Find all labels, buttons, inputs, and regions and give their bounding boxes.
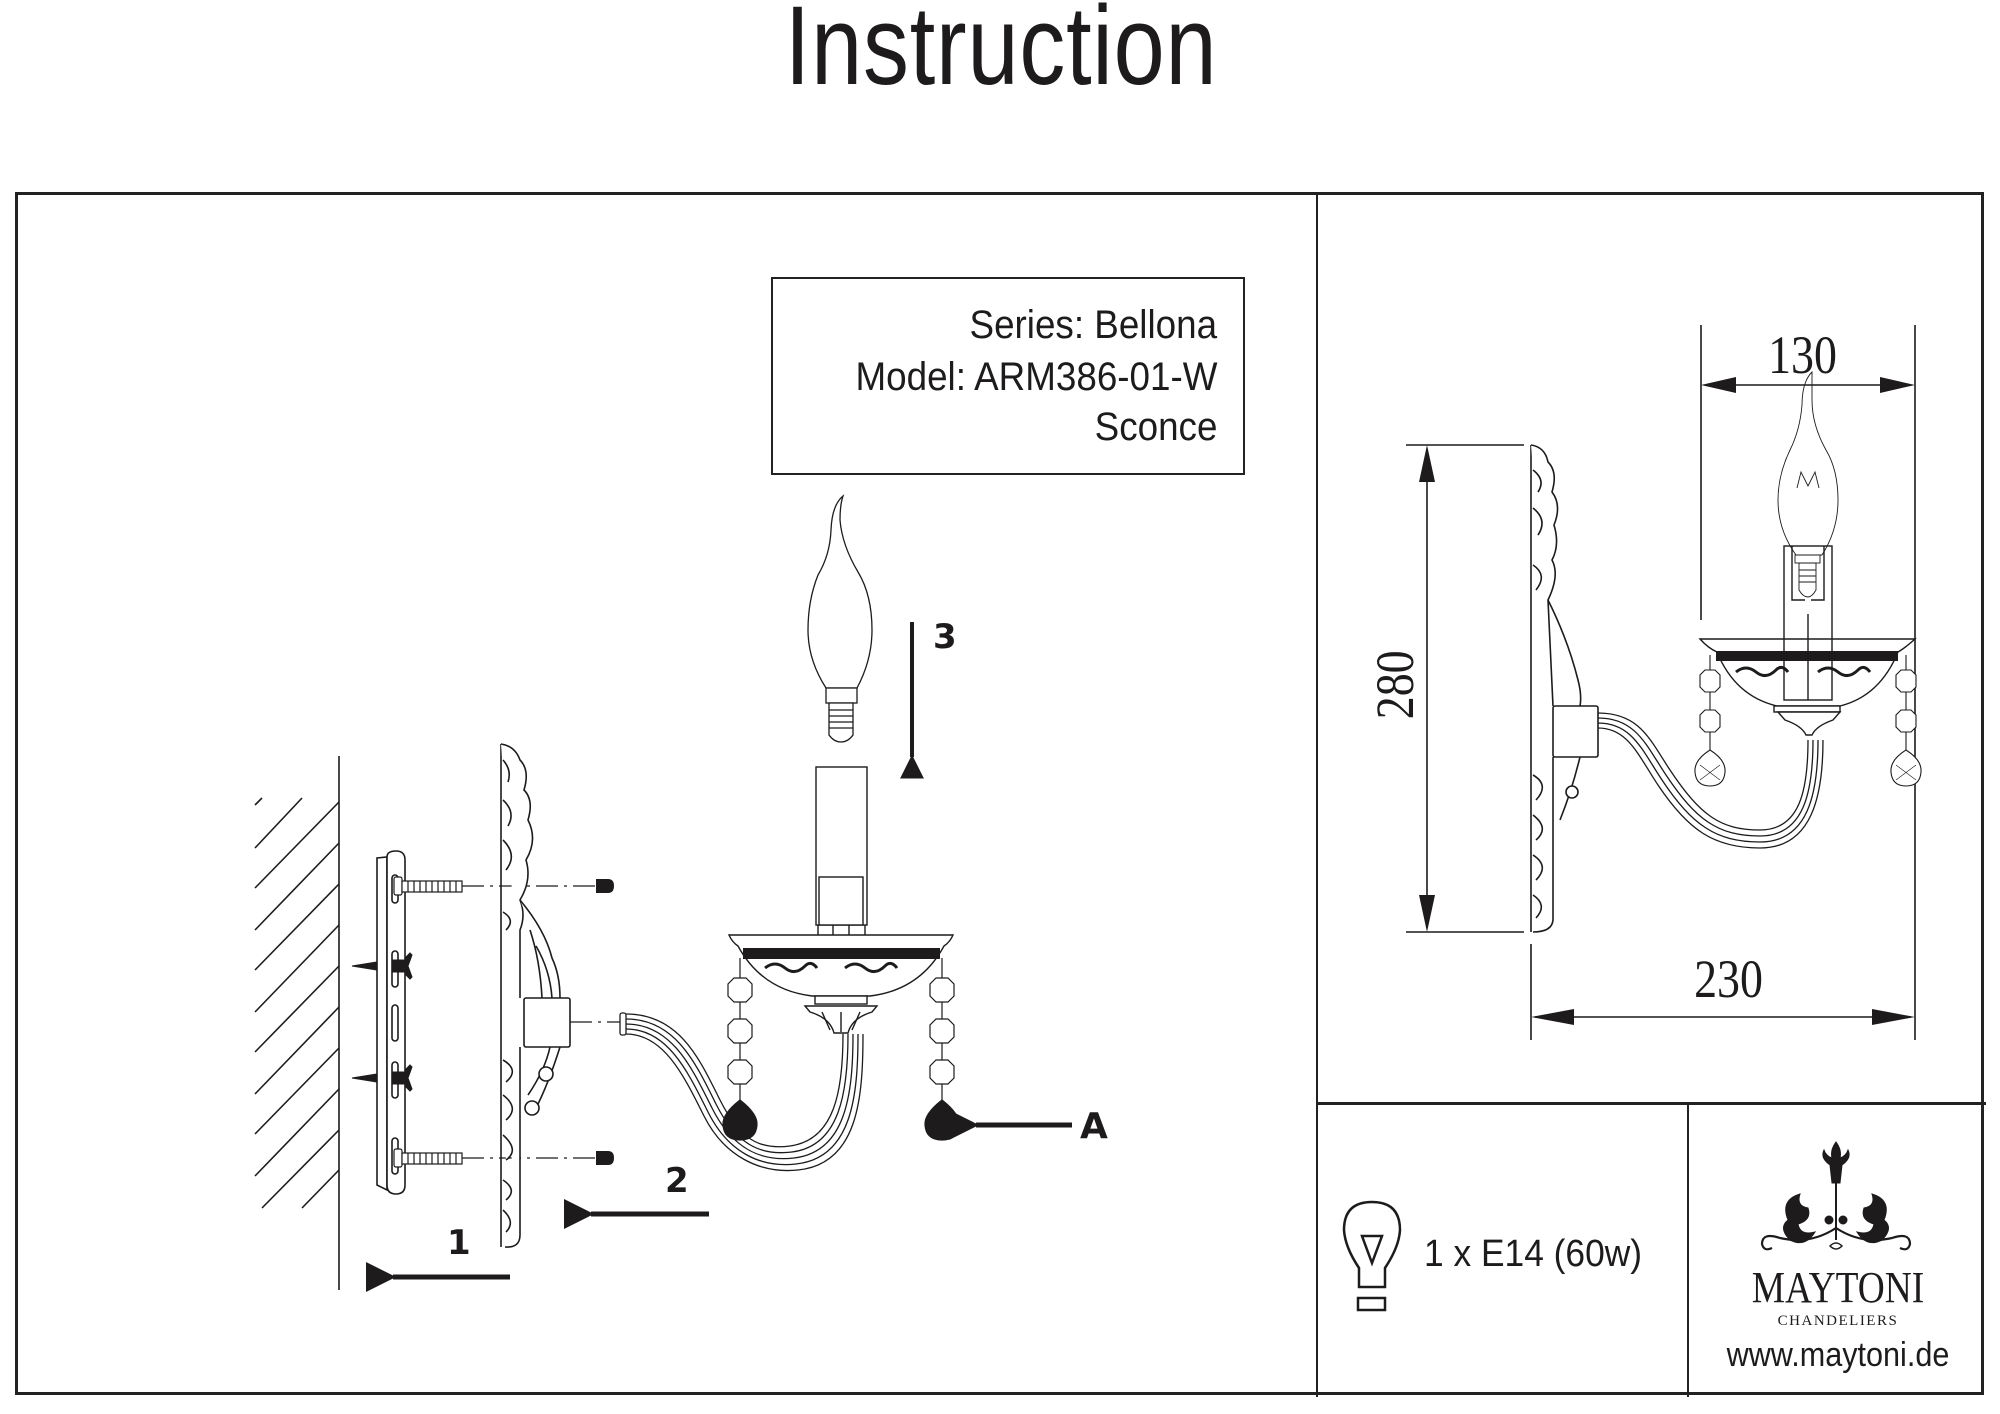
footer-divider-vertical <box>1687 1102 1689 1397</box>
dimension-depth-label: 230 <box>1694 949 1763 1009</box>
candle-sleeve-side <box>1783 545 1833 701</box>
cap-nut <box>596 879 614 1165</box>
candle-bulb <box>807 494 873 743</box>
threaded-bolt <box>393 876 463 1168</box>
sconce-arm-side <box>1597 712 1824 849</box>
dimension-width-label: 130 <box>1768 325 1837 385</box>
step-1-label: 1 <box>447 1223 471 1263</box>
brand-subtitle: CHANDELIERS <box>1777 1313 1899 1329</box>
wall-screw <box>351 952 413 980</box>
series-label: Series: Bellona <box>969 303 1217 347</box>
alignment-centerline <box>462 885 622 1159</box>
crystal-strand-side <box>1694 655 1922 787</box>
junction-box-side <box>1552 705 1599 758</box>
panel-divider-horizontal <box>1316 1102 1986 1105</box>
panel-divider-vertical <box>1316 192 1318 1397</box>
sconce-arm <box>619 1012 864 1172</box>
brand-name: MAYTONI <box>1751 1263 1925 1312</box>
model-label: Model: ARM386-01-W <box>854 355 1217 399</box>
wall-screw <box>351 1064 413 1092</box>
wall-hatching <box>254 756 340 1290</box>
step-2-label: 2 <box>665 1161 689 1201</box>
candle-sleeve <box>815 766 868 935</box>
callout-a-label: A <box>1080 1106 1108 1147</box>
light-bulb-icon <box>1342 1200 1402 1312</box>
product-type-label: Sconce <box>1094 405 1217 449</box>
dimension-arrowheads <box>1419 377 1915 1025</box>
crystal-strand <box>722 958 758 1141</box>
step-3-label: 3 <box>933 617 957 657</box>
crystal-strand-a <box>924 958 960 1141</box>
chandelier-ornament-icon <box>1760 1141 1912 1251</box>
candle-bulb-side <box>1777 370 1839 598</box>
step-arrows <box>366 622 1072 1292</box>
mounting-plate <box>376 850 406 1195</box>
bobeche-cup <box>727 934 955 1034</box>
brand-website: www.maytoni.de <box>1726 1336 1950 1374</box>
decorative-backplate <box>500 743 571 1248</box>
lamp-spec-text: 1 x E14 (60w) <box>1424 1233 1643 1275</box>
junction-box <box>523 997 571 1048</box>
drawing-frame <box>15 192 1984 1395</box>
dimension-height-label: 280 <box>1365 650 1425 720</box>
product-info-box: Series: Bellona Model: ARM386-01-W Sconc… <box>771 277 1245 475</box>
backplate-side-view <box>1530 444 1599 933</box>
page-title: Instruction <box>784 0 1218 108</box>
